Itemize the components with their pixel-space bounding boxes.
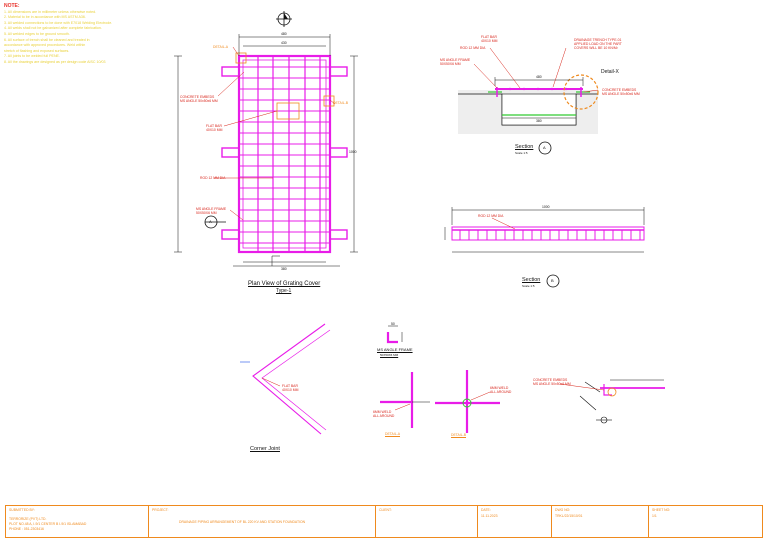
detail-x-geometry (559, 379, 665, 424)
notes-heading: NOTE: (4, 3, 20, 9)
plan-view-subtitle: Type-1 (276, 288, 292, 294)
company-name: TERRORIZE (PVT) LTD. (9, 517, 47, 521)
general-notes: NOTE: 1. All dimensions are in millimete… (4, 3, 194, 66)
note-line: 1. All dimensions are in millimeter unle… (4, 9, 97, 14)
section-a-geometry (458, 47, 599, 155)
ms-angle-geometry (386, 325, 403, 344)
section-a-angle-label: MS ANGLE FRAME 50X50X6 MM (440, 58, 471, 66)
plan-section-mark: A (209, 219, 212, 224)
note-line: 4. All welds shall not be galvanized aft… (4, 26, 102, 31)
section-a-dim-top: 480 (536, 75, 542, 79)
detail-b-title: DETAIL-B (451, 433, 467, 437)
note-line: stretch of flashing and exposed surfaces… (4, 48, 70, 53)
ms-angle-size: 50X50X6 MM (380, 353, 399, 357)
detail-x-callout: Detail-X (601, 69, 619, 75)
client-caption: CLIENT: (379, 508, 392, 512)
plan-dim-top-inner: 430 (281, 41, 287, 45)
plan-embed-label: CONCRETE EMBEDS MS ANGLE 50x50x6 MM (180, 95, 218, 103)
detail-a-title: DETAIL-A (385, 432, 401, 436)
section-a-rod-label: ROD 12 MM DIA (460, 46, 486, 50)
corner-joint-geometry (240, 323, 331, 435)
plan-rod-label: ROD 12 MM DIA (200, 176, 226, 180)
date-cell: DATE: 11.11.2023 (478, 506, 552, 537)
plan-view-grating (221, 54, 348, 254)
note-line: 7. All joints to be welded full PENE. (4, 54, 60, 59)
plan-dim-bottom: 380 (281, 267, 287, 271)
project-cell: PROJECT: DRAINAGE PIPING ARRANGEMENT OF … (149, 506, 376, 537)
section-a-flatbar-label: FLAT BAR 40X10 MM (481, 35, 498, 43)
note-line: 2. Material to be in accordance with MS … (4, 15, 86, 20)
detail-x-embed-label: CONCRETE EMBEDS MS ANGLE 50x50x6 MM (533, 378, 571, 386)
north-arrow-icon (276, 11, 292, 27)
note-line: 5. All welded edges to be ground smooth. (4, 31, 70, 36)
detail-b-weld-label: 6MM WELD ALL AROUND (490, 386, 512, 394)
section-b-rod-label: ROD 12 MM DIA (478, 214, 504, 218)
date-caption: DATE: (481, 508, 491, 512)
submitted-by-caption: SUBMITTED BY: (9, 508, 35, 512)
section-a-mark: A (543, 145, 546, 150)
section-a-trench-note: DRAINAGE TRENCH TYPE-01 APPLIED LOAD ON … (574, 38, 622, 50)
section-a-embed-label: CONCRETE EMBEDS MS ANGLE 50x50x6 MM (602, 88, 640, 96)
plan-view-title: Plan View of Grating Cover (248, 281, 321, 287)
corner-joint-title: Corner Joint (250, 446, 280, 452)
plan-dim-top: 480 (281, 32, 287, 36)
detail-a-geometry (380, 372, 430, 428)
plan-detail-b-tag: DETAIL-B (333, 101, 349, 105)
note-line: accordance with approved procedures. Wel… (4, 43, 86, 48)
section-b-scale: Scale 1:5 (522, 284, 535, 288)
dwg-caption: DWG NO: (555, 508, 571, 512)
section-b-title: Section (522, 277, 541, 283)
section-a-title: Section (515, 144, 534, 150)
note-line: 6. All surface of trench shall be cleane… (4, 37, 90, 42)
ms-angle-title: MS ANGLE FRAME (377, 347, 413, 352)
company-address: PLOT NO.48 A, I-9/1 CENTER B I-9/1 ISLAM… (9, 522, 87, 526)
detail-b-geometry (435, 370, 500, 433)
section-b-mark: B (551, 278, 554, 283)
sheet-value: 1/1 (652, 514, 657, 518)
section-b-dim: 1000 (542, 205, 550, 209)
title-block: SUBMITTED BY: TERRORIZE (PVT) LTD. PLOT … (5, 505, 763, 538)
date-value: 11.11.2023 (481, 514, 498, 518)
dwg-value: TRKL/22/15/10/01 (555, 514, 583, 518)
section-b-geometry (444, 207, 645, 288)
client-cell: CLIENT: (376, 506, 478, 537)
plan-angle-frame-label: MS ANGLE FRAME 50X50X6 MM (196, 207, 227, 215)
plan-flatbar-label: FLAT BAR 40X10 MM (206, 124, 223, 132)
section-a-dim-bottom: 380 (536, 119, 542, 123)
project-caption: PROJECT: (152, 508, 169, 512)
submitted-by-cell: SUBMITTED BY: TERRORIZE (PVT) LTD. PLOT … (6, 506, 149, 537)
company-phone: PHONE : 051-2303416 (9, 527, 44, 531)
plan-detail-a-tag: DETAIL-A (213, 45, 229, 49)
sheet-cell: SHEET NO: 1/1 (649, 506, 762, 537)
section-a-scale: Scale 1:5 (515, 151, 528, 155)
note-line: 8. All the drawings are designed as per … (4, 59, 106, 64)
ms-angle-dim: 50 (391, 322, 395, 326)
plan-dim-side: 1000 (349, 150, 357, 154)
detail-a-weld-label: 6MM WELD ALL AROUND (373, 410, 395, 418)
dwg-cell: DWG NO: TRKL/22/15/10/01 (552, 506, 649, 537)
note-line: 3. All welded connections to be done wit… (4, 20, 113, 25)
project-name: DRAINAGE PIPING ARRANGEMENT OF BL 220 KV… (179, 520, 306, 524)
corner-flatbar-label: FLAT BAR 40X10 MM (282, 384, 299, 392)
sheet-caption: SHEET NO: (652, 508, 671, 512)
